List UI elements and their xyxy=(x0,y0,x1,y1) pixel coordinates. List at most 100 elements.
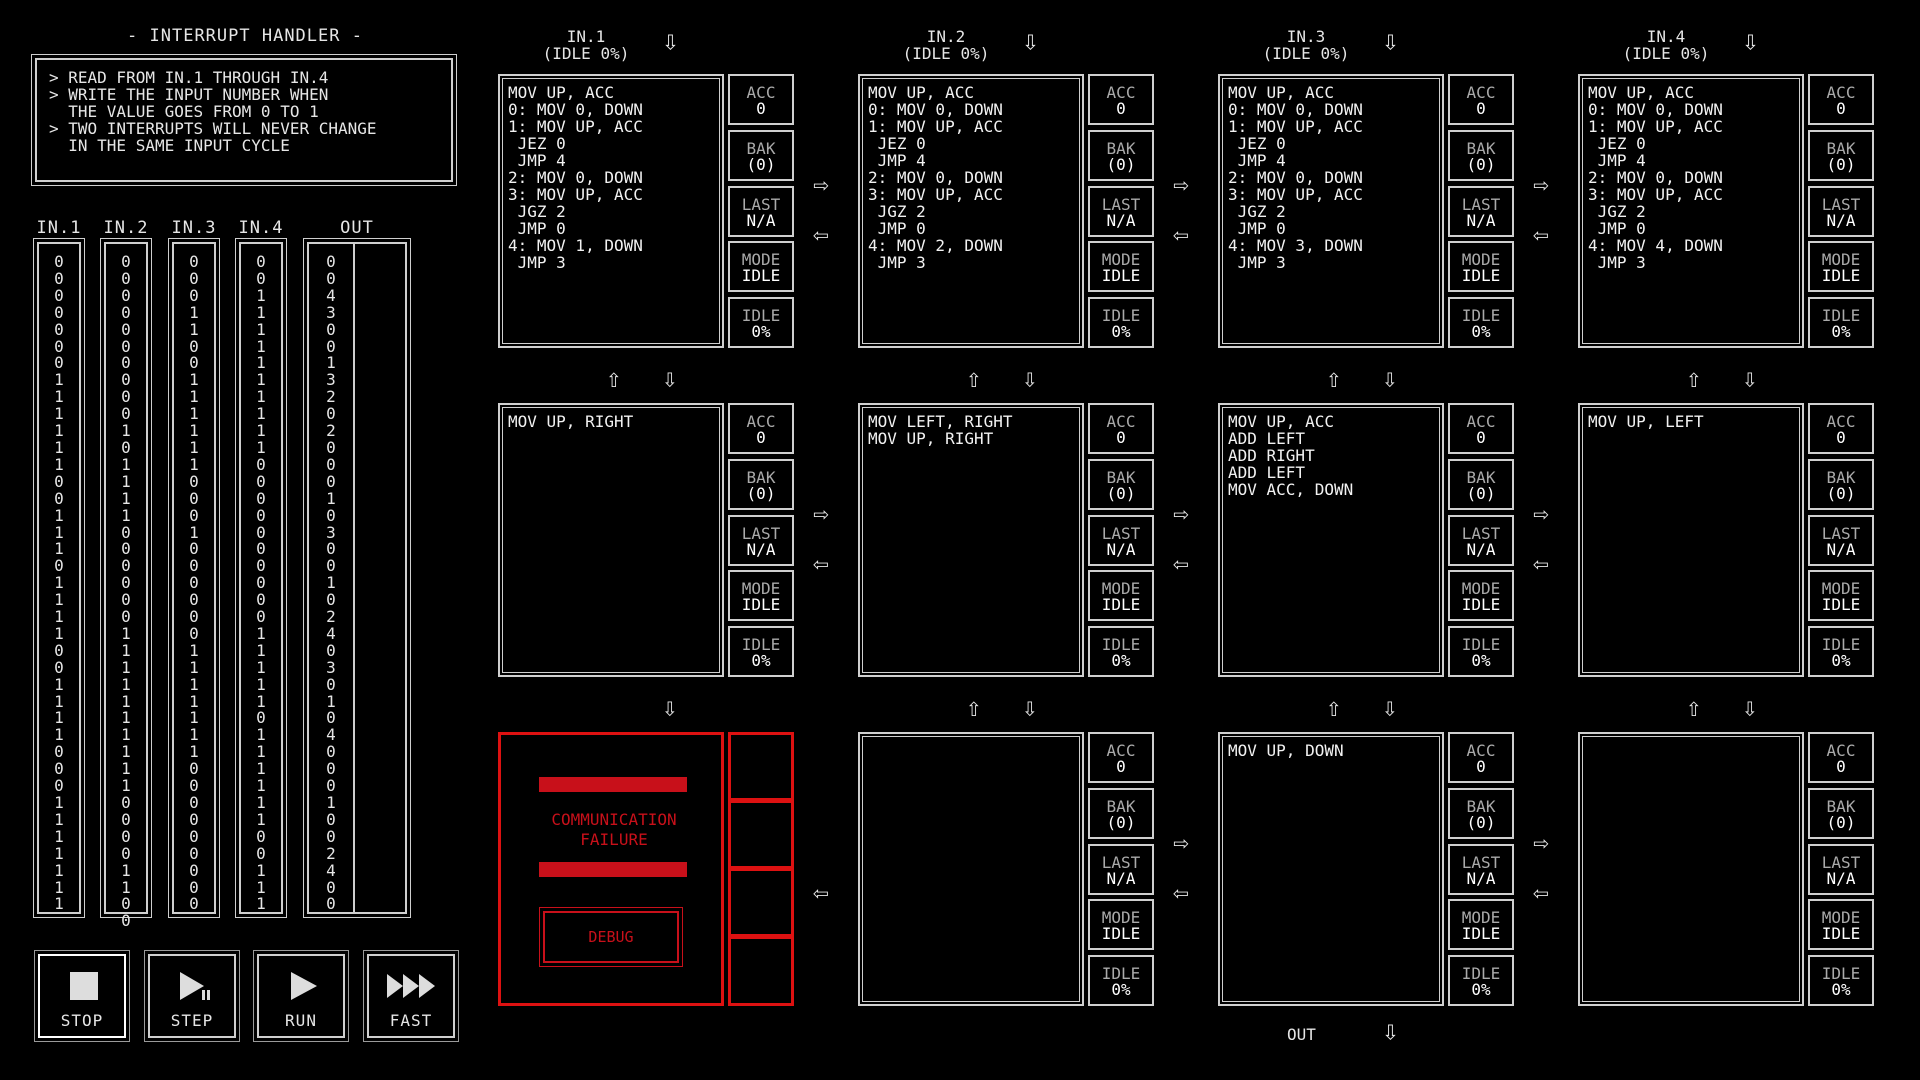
register-label: IDLE xyxy=(1101,306,1141,325)
register-value: 0 xyxy=(1116,757,1126,776)
arrow-up-icon: ⇧ xyxy=(1686,364,1702,394)
in4-arrow-down-icon: ⇩ xyxy=(1742,24,1759,57)
register-value: 0 xyxy=(1836,428,1846,447)
register-label: BAK xyxy=(1106,138,1136,158)
node-code-editor[interactable]: MOV UP, DOWN xyxy=(1218,732,1444,1006)
puzzle-description: > READ FROM IN.1 THROUGH IN.4 > WRITE TH… xyxy=(31,54,457,186)
arrow-right-icon: ⇨ xyxy=(1533,499,1549,529)
register-value: IDLE xyxy=(1101,595,1141,615)
register-value: 0 xyxy=(1476,428,1486,447)
register-label: IDLE xyxy=(741,635,781,654)
node-code-editor[interactable]: MOV UP, ACC 0: MOV 0, DOWN 1: MOV UP, AC… xyxy=(1218,74,1444,348)
description-line: > TWO INTERRUPTS WILL NEVER CHANGE xyxy=(49,119,377,138)
register-label: LAST xyxy=(1821,523,1861,543)
arrow-right-icon: ⇨ xyxy=(1533,170,1549,200)
run-button[interactable]: RUN xyxy=(253,950,349,1042)
node-code-editor[interactable]: MOV UP, ACC ADD LEFT ADD RIGHT ADD LEFT … xyxy=(1218,403,1444,677)
node-code-editor[interactable]: MOV LEFT, RIGHT MOV UP, RIGHT xyxy=(858,403,1084,677)
register-value: 0% xyxy=(751,322,771,341)
register-label: LAST xyxy=(1821,852,1861,872)
register-label: ACC xyxy=(1466,412,1496,431)
register-value: N/A xyxy=(1466,868,1496,888)
out-expected-values: 0 0 4 3 0 0 1 3 2 0 2 0 0 0 1 0 3 0 0 1 … xyxy=(326,252,336,914)
in4-label: IN.4(IDLE 0%) xyxy=(1622,27,1710,63)
node-code-editor[interactable]: MOV UP, LEFT xyxy=(1578,403,1804,677)
register-value: N/A xyxy=(1106,868,1136,888)
in3-column: 0 0 0 1 1 0 0 1 1 1 1 1 1 0 0 0 1 0 0 0 … xyxy=(168,238,220,918)
register-value: 0 xyxy=(1116,428,1126,447)
register-label: ACC xyxy=(1466,83,1496,102)
register-label: MODE xyxy=(1101,579,1141,599)
debug-button[interactable]: DEBUG xyxy=(539,907,683,967)
register-label: MODE xyxy=(1461,908,1501,928)
node-code-editor[interactable]: MOV UP, RIGHT xyxy=(498,403,724,677)
register-value: (0) xyxy=(1826,483,1856,503)
register-bak: BAK(0) xyxy=(728,129,794,181)
node-code-editor[interactable]: MOV UP, ACC 0: MOV 0, DOWN 1: MOV UP, AC… xyxy=(1578,74,1804,348)
failed-register-cell xyxy=(728,732,794,801)
node-code-editor[interactable] xyxy=(1578,732,1804,1006)
register-bak: BAK(0) xyxy=(1448,787,1514,839)
register-value: 0 xyxy=(1836,757,1846,776)
out-header: OUT xyxy=(340,218,374,238)
register-value: N/A xyxy=(1106,210,1136,230)
register-value: IDLE xyxy=(1821,924,1861,944)
register-label: MODE xyxy=(1461,579,1501,599)
arrow-left-icon: ⇦ xyxy=(1533,549,1549,579)
in1-label: IN.1(IDLE 0%) xyxy=(542,27,630,63)
node-code-editor[interactable]: MOV UP, ACC 0: MOV 0, DOWN 1: MOV UP, AC… xyxy=(858,74,1084,348)
node-n03: MOV UP, ACC 0: MOV 0, DOWN 1: MOV UP, AC… xyxy=(1578,74,1874,348)
register-label: IDLE xyxy=(1821,306,1861,325)
in2-arrow-down-icon: ⇩ xyxy=(1022,24,1039,57)
output-label: OUT xyxy=(1287,1025,1316,1044)
register-bak: BAK(0) xyxy=(1808,458,1874,510)
register-value: IDLE xyxy=(1101,266,1141,286)
register-value: IDLE xyxy=(741,595,781,615)
register-bak: BAK(0) xyxy=(1448,129,1514,181)
description-line: > WRITE THE INPUT NUMBER WHEN xyxy=(49,85,329,104)
in1-header: IN.1 xyxy=(36,218,82,238)
description-line: > READ FROM IN.1 THROUGH IN.4 xyxy=(49,68,329,87)
in2-values: 0 0 0 0 0 0 0 0 0 0 1 0 1 1 1 1 0 0 0 0 … xyxy=(121,252,131,931)
arrow-up-icon: ⇧ xyxy=(1326,364,1342,394)
register-label: IDLE xyxy=(1461,635,1501,654)
register-label: ACC xyxy=(1826,83,1856,102)
register-value: 0 xyxy=(1476,99,1486,118)
register-label: ACC xyxy=(746,83,776,102)
stop-button[interactable]: STOP xyxy=(34,950,130,1042)
arrow-left-icon: ⇦ xyxy=(1533,878,1549,908)
register-label: BAK xyxy=(1466,796,1496,816)
node-code-editor[interactable]: MOV UP, ACC 0: MOV 0, DOWN 1: MOV UP, AC… xyxy=(498,74,724,348)
node-code-editor[interactable] xyxy=(858,732,1084,1006)
register-value: N/A xyxy=(746,539,776,559)
register-value: N/A xyxy=(746,210,776,230)
fast-button[interactable]: FAST xyxy=(363,950,459,1042)
register-value: N/A xyxy=(1466,539,1496,559)
step-button[interactable]: STEP xyxy=(144,950,240,1042)
arrow-down-icon: ⇩ xyxy=(1382,364,1398,394)
register-label: LAST xyxy=(1461,523,1501,543)
stop-icon xyxy=(70,972,98,1000)
register-label: IDLE xyxy=(1821,635,1861,654)
arrow-down-icon: ⇩ xyxy=(1022,693,1038,723)
register-label: IDLE xyxy=(1461,306,1501,325)
in3-label: IN.3(IDLE 0%) xyxy=(1262,27,1350,63)
